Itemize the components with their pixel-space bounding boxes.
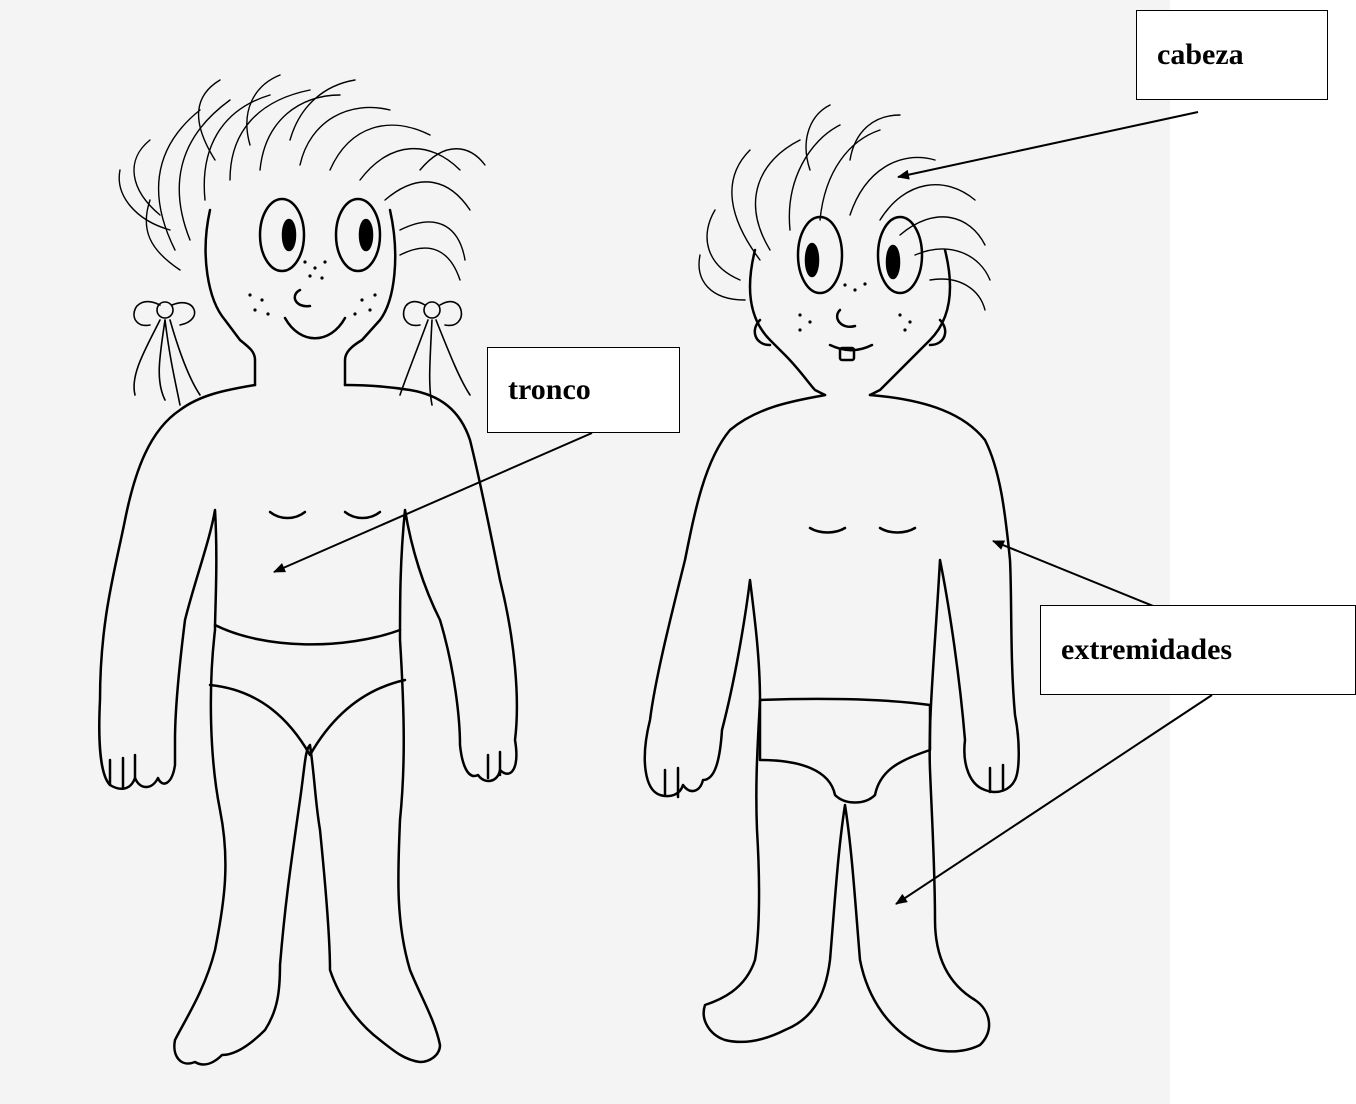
label-limbs-box: extremidades — [1040, 605, 1356, 695]
girl-underwear — [210, 625, 405, 755]
boy-underwear — [760, 699, 930, 803]
label-trunk-text: tronco — [508, 373, 591, 407]
label-limbs-text: extremidades — [1061, 633, 1232, 667]
boy-figure — [645, 105, 1019, 1051]
label-head-text: cabeza — [1157, 38, 1244, 72]
pointer-arrows — [274, 112, 1212, 904]
arrow-extremidades-leg — [896, 695, 1212, 904]
girl-figure — [99, 75, 517, 1064]
girl-body — [99, 385, 517, 1064]
arrow-tronco — [274, 433, 592, 572]
boy-hair — [699, 105, 990, 310]
girl-freckles — [248, 260, 376, 315]
girl-pigtails — [134, 302, 470, 405]
arrow-extremidades-arm — [993, 541, 1163, 610]
label-head-box: cabeza — [1136, 10, 1328, 100]
arrow-cabeza — [898, 112, 1198, 177]
label-trunk-box: tronco — [487, 347, 680, 433]
